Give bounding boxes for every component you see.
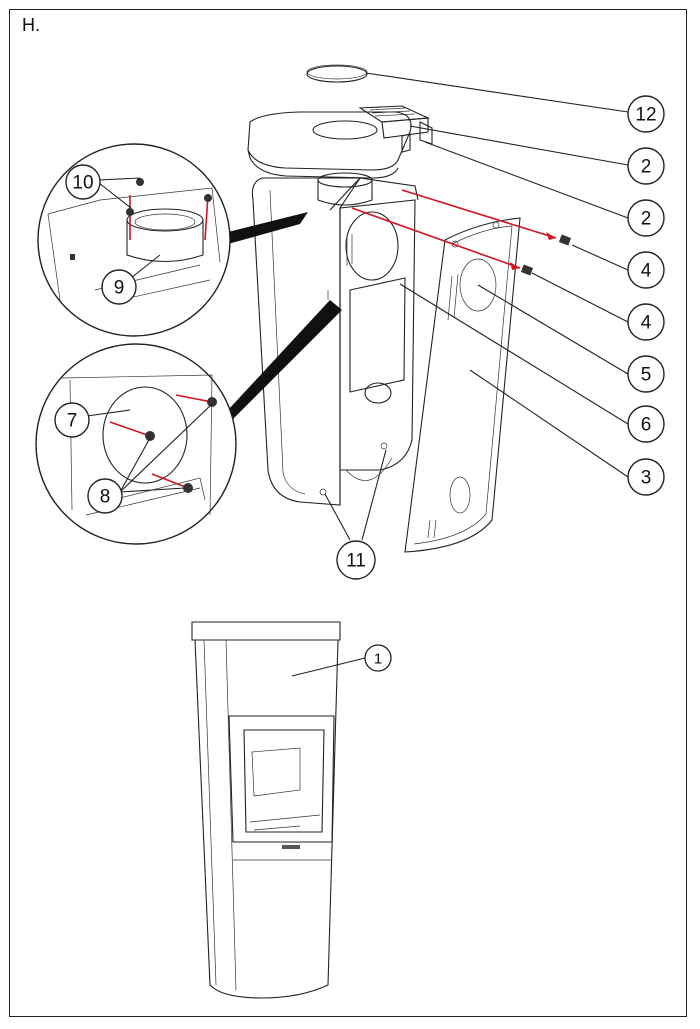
section-label: H.	[22, 15, 40, 35]
svg-text:11: 11	[346, 551, 366, 572]
svg-text:8: 8	[100, 487, 111, 508]
assembled-stove	[191, 621, 341, 999]
callout-6: 6	[627, 405, 665, 443]
svg-text:1: 1	[374, 651, 382, 668]
side-panel	[404, 217, 521, 553]
stove-body-frame	[251, 172, 419, 506]
detail-view-cover-plate	[35, 300, 342, 545]
svg-text:10: 10	[72, 173, 93, 194]
callout-12: 12	[627, 95, 665, 133]
svg-text:2: 2	[641, 157, 652, 178]
svg-text:6: 6	[641, 415, 652, 436]
screw-arrows	[351, 189, 572, 276]
svg-text:3: 3	[641, 468, 652, 489]
callout-9: 9	[101, 269, 137, 305]
page-frame	[9, 9, 687, 1017]
svg-text:12: 12	[635, 105, 656, 126]
callout-1: 1	[364, 644, 392, 672]
screw-icon	[520, 264, 534, 276]
svg-text:9: 9	[114, 278, 125, 299]
top-cover-disc	[306, 64, 368, 83]
svg-text:5: 5	[641, 365, 652, 386]
callout-4: 4	[627, 303, 665, 341]
svg-text:7: 7	[67, 411, 78, 432]
svg-text:4: 4	[641, 261, 652, 282]
callout-8: 8	[87, 478, 123, 514]
svg-text:4: 4	[641, 313, 652, 334]
svg-text:2: 2	[641, 209, 652, 230]
callout-4: 4	[627, 251, 665, 289]
callout-3: 3	[627, 458, 665, 496]
top-grille-bracket	[358, 105, 433, 153]
callout-2: 2	[627, 199, 665, 237]
callout-2: 2	[627, 147, 665, 185]
callout-5: 5	[627, 355, 665, 393]
screw-icon	[558, 234, 572, 246]
leader-lines	[86, 72, 629, 677]
callout-10: 10	[65, 164, 101, 200]
callout-11: 11	[336, 540, 376, 580]
callout-7: 7	[54, 402, 90, 438]
top-plate	[247, 111, 412, 179]
